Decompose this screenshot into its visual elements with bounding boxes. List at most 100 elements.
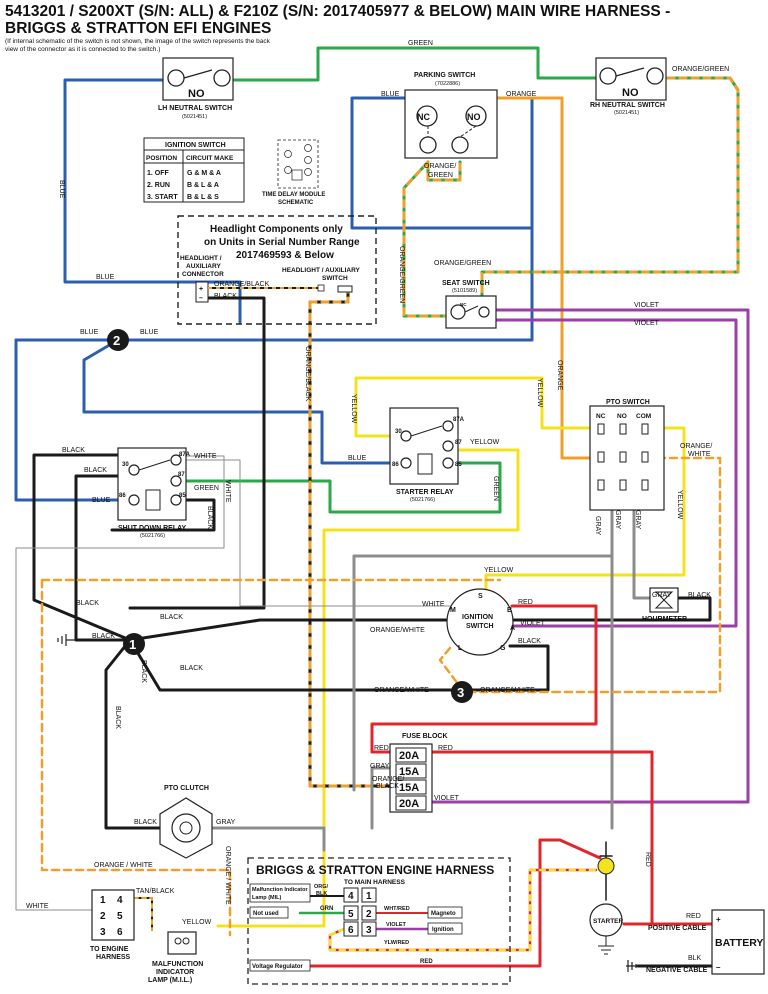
wire-violet-ignition (488, 318, 738, 628)
wire-og-seat-b (402, 160, 450, 318)
eh-to-main: TO MAIN HARNESS (344, 879, 406, 886)
lbl-ow-pto-a: ORANGE/ (680, 443, 712, 450)
ignition-name-2: SWITCH (466, 623, 494, 630)
wire-yellow-engine (216, 448, 520, 928)
wire-tan-b (133, 897, 153, 931)
eh-pin-1: 1 (366, 891, 372, 902)
lbl-og-park-b: GREEN (428, 172, 453, 179)
parking-part: (7022886) (435, 81, 460, 87)
eh-mil-box (249, 883, 311, 903)
pto-switch: PTO SWITCH NC NO COM (589, 399, 665, 511)
splice-3-dot (451, 681, 473, 703)
fuse-2-label: 15A (399, 766, 419, 778)
lbl-ow-3b: ORANGE/WHITE (480, 687, 535, 694)
wire-blue-shutdown (14, 338, 120, 502)
lbl-blk-neg: BLK (688, 955, 702, 962)
lbl-ob-fuse-a: ORANGE/ (372, 776, 404, 783)
eh-pin-2: 2 (366, 909, 372, 920)
eh-pin-4-box (343, 887, 359, 903)
wire-orange-parking (494, 96, 600, 460)
eh-magneto: Magneto (431, 911, 456, 917)
lbl-green-87: GREEN (194, 485, 219, 492)
headlight-inline-fuse (317, 284, 325, 292)
pto-switch-name: PTO SWITCH (606, 399, 650, 406)
starter-relay-contact (410, 425, 443, 437)
parking-switch: PARKING SWITCH (7022886) NC NO (404, 72, 498, 159)
seat-contact (464, 305, 479, 313)
seat-terminal-1 (450, 304, 466, 320)
wire-white-b (185, 459, 451, 607)
pto-switch-pin-7 (597, 479, 605, 491)
lbl-gray-clutch: GRAY (216, 819, 236, 826)
lbl-yellow-vert: YELLOW (536, 378, 543, 408)
ignition-l: L (458, 645, 463, 652)
rh-neutral-name: RH NEUTRAL SWITCH (590, 102, 665, 109)
eh-ylw-red: YLW/RED (384, 940, 409, 946)
eh-violet: VIOLET (386, 922, 407, 928)
fuse-1 (395, 747, 427, 763)
lh-neutral-terminal-1 (167, 69, 185, 87)
ignition-table-row-1-circ: G & M & A (187, 170, 221, 177)
wire-gray-hour (632, 488, 652, 600)
starter-relay-87-label: 87 (455, 440, 462, 446)
shutdown-relay-30-label: 30 (122, 462, 129, 468)
mil-body (167, 931, 197, 955)
lbl-green-85: GREEN (492, 476, 499, 501)
ignition-g: G (500, 645, 506, 652)
eh-vreg-box (249, 959, 311, 972)
battery-neg-cable: NEGATIVE CABLE (646, 967, 708, 974)
seat-name: SEAT SWITCH (442, 280, 490, 287)
parking-com-terminal-1 (419, 136, 437, 154)
lbl-violet-1: VIOLET (634, 302, 660, 309)
lbl-white-87a: WHITE (194, 453, 217, 460)
eh-magneto-box (427, 906, 463, 919)
lbl-og-park-a: ORANGE/ (424, 163, 456, 170)
eh-pin-3: 3 (366, 925, 372, 936)
lbl-blue-86: BLUE (348, 455, 367, 462)
eh-pin-1-box (361, 887, 377, 903)
starter-relay-86 (400, 457, 412, 469)
eh-wht-red: WHT/RED (384, 906, 410, 912)
lbl-gray-pto-3: GRAY (634, 510, 641, 530)
eh-ignition-box (427, 922, 463, 935)
parking-contacts (427, 125, 477, 138)
shutdown-relay: 30 87A 87 86 85 SHUT DOWN RELAY (5021766… (117, 447, 191, 539)
wire-black-headlight (128, 296, 266, 610)
eh-vreg: Voltage Regulator (252, 964, 304, 970)
wire-violet-seat (428, 308, 750, 804)
parking-nc: NC (417, 112, 430, 122)
shutdown-relay-87a (170, 454, 182, 466)
lbl-ow-ign: ORANGE/WHITE (370, 627, 425, 634)
rh-neutral-no: NO (622, 87, 639, 99)
lbl-black-headlight: BLACK (214, 293, 237, 300)
lbl-ow-bottom: ORANGE / WHITE (94, 862, 153, 869)
lbl-ob-headlight: ORANGE/BLACK (214, 281, 270, 288)
fuse-1-label: 20A (399, 750, 419, 762)
mil-name-1: MALFUNCTION (152, 961, 203, 968)
wire-ob-b (308, 300, 392, 788)
time-delay-pin-4 (284, 166, 292, 174)
pto-switch-pin-1 (597, 423, 605, 435)
ignition-name-1: IGNITION (462, 614, 493, 621)
lbl-yellow-eng: YELLOW (182, 919, 212, 926)
headlight-connector-2: AUXILIARY (186, 263, 221, 270)
engine-connector-name-1: TO ENGINE (90, 946, 129, 953)
splice-1-label: 1 (129, 637, 136, 652)
wire-blue-parking (350, 96, 534, 230)
shutdown-relay-85 (170, 494, 182, 506)
engine-harness-title: BRIGGS & STRATTON ENGINE HARNESS (256, 863, 494, 877)
shutdown-relay-30 (128, 464, 140, 476)
engine-harness-frame (247, 857, 511, 985)
lbl-orange-parking: ORANGE (506, 91, 537, 98)
wire-ow-ignition (438, 646, 558, 694)
rh-neutral-terminal-2 (646, 67, 664, 85)
wire-white-a (15, 455, 225, 911)
pto-switch-com: COM (636, 413, 651, 420)
title-note-1: (If internal schematic of the switch is … (5, 38, 271, 45)
rh-neutral-terminal-1 (599, 67, 617, 85)
headlight-title-1: Headlight Components only (210, 224, 343, 235)
hourmeter-name: HOURMETER (642, 616, 687, 623)
lbl-black-hour: BLACK (688, 592, 711, 599)
shutdown-relay-87 (170, 475, 182, 487)
lbl-blue-parking: BLUE (381, 91, 400, 98)
